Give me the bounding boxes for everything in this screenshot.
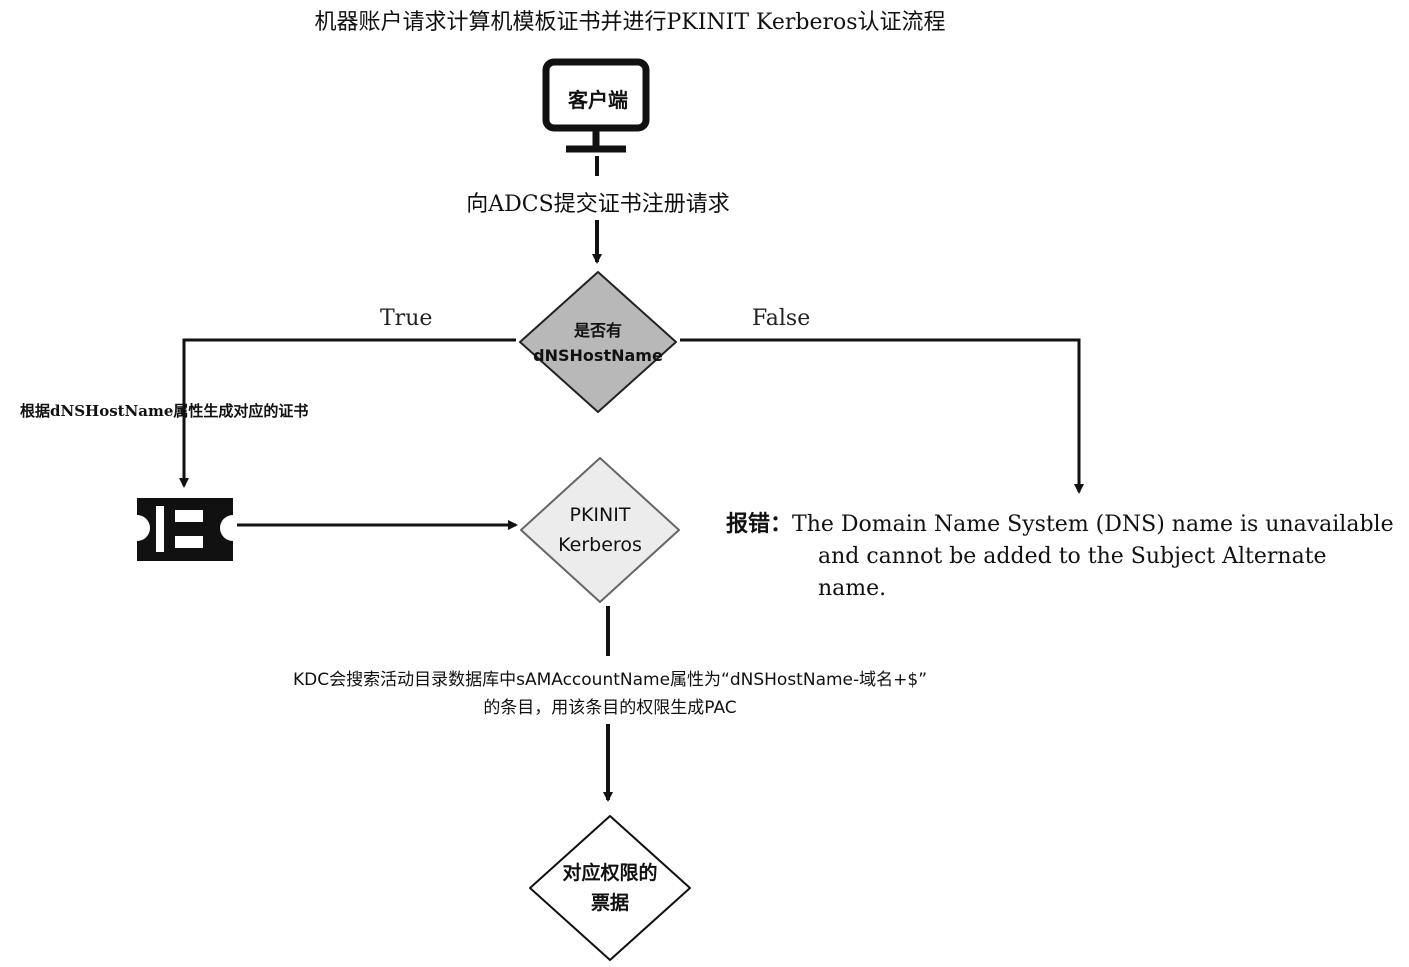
- monitor-icon: [542, 58, 650, 153]
- diagram-title: 机器账户请求计算机模板证书并进行PKINIT Kerberos认证流程: [314, 10, 946, 35]
- decision-dns-line2: dNSHostName: [533, 346, 663, 365]
- generate-cert-label: 根据dNSHostName属性生成对应的证书: [20, 402, 309, 420]
- kdc-line2: 的条目，用该条目的权限生成PAC: [483, 698, 737, 718]
- error-line2: and cannot be added to the Subject Alter…: [818, 544, 1327, 601]
- pkinit-line1: PKINIT: [569, 504, 631, 526]
- pkinit-diamond: [520, 457, 680, 603]
- decision-dns-diamond: [519, 271, 677, 413]
- ticket-line2: 票据: [590, 892, 629, 914]
- ticket-diamond: [529, 815, 691, 961]
- decision-dns-text: 是否有 dNSHostName: [518, 318, 678, 368]
- branch-false-label: False: [752, 306, 811, 331]
- decision-dns-line1: 是否有: [573, 321, 622, 340]
- certificate-ticket-icon: [137, 498, 233, 561]
- step-submit-request: 向ADCS提交证书注册请求: [466, 192, 730, 217]
- pkinit-text: PKINIT Kerberos: [520, 500, 680, 560]
- ticket-text: 对应权限的 票据: [530, 858, 690, 918]
- error-prefix: 报错：: [726, 511, 793, 537]
- ticket-line1: 对应权限的: [562, 862, 658, 884]
- branch-true-label: True: [380, 306, 433, 331]
- error-line1: The Domain Name System (DNS) name is una…: [792, 512, 1394, 537]
- kdc-search-label: KDC会搜索活动目录数据库中sAMAccountName属性为“dNSHostN…: [230, 666, 990, 722]
- pkinit-line2: Kerberos: [558, 534, 642, 556]
- kdc-line1: KDC会搜索活动目录数据库中sAMAccountName属性为“dNSHostN…: [292, 670, 928, 690]
- arrow-false-branch: [680, 338, 1084, 494]
- error-message: 报错：The Domain Name System (DNS) name is …: [726, 508, 1396, 605]
- client-label: 客户端: [568, 88, 628, 112]
- arrow-true-branch: [179, 338, 516, 488]
